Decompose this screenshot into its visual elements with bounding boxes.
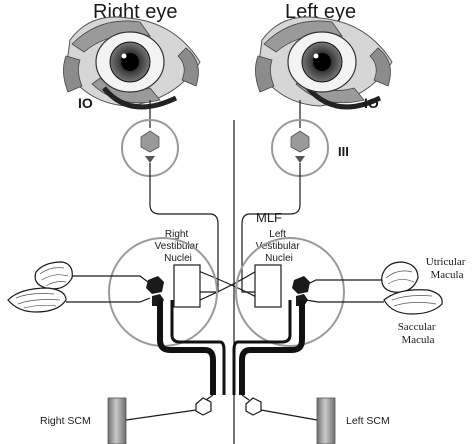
left-nuclei-label: Left Vestibular Nuclei — [256, 229, 303, 264]
saccular-macula-label: Saccular Macula — [398, 321, 439, 346]
left-utricular-connector — [307, 279, 382, 285]
right-eye-illustration — [63, 16, 201, 110]
left-vestibulospinal-tract-inner — [232, 300, 292, 395]
left-eye-illustration — [255, 16, 393, 110]
left-scm-motor-neuron — [245, 397, 262, 416]
left-mlf-pathway — [241, 163, 301, 293]
right-saccular-connector — [66, 297, 151, 303]
left-vestibulospinal-tract — [239, 300, 305, 395]
right-lateral-muscle — [63, 55, 83, 93]
right-scm-label: Right SCM — [40, 415, 91, 427]
io-label-left: IO — [364, 95, 379, 111]
crossing-fiber-2 — [195, 269, 263, 301]
right-utricular-connector — [72, 275, 149, 283]
left-scm-muscle — [316, 397, 336, 444]
right-scm-motor-neuron — [195, 397, 212, 416]
left-utricular-macula — [381, 261, 419, 293]
left-saccular-connector — [305, 299, 384, 303]
mlf-label: MLF — [256, 210, 282, 225]
right-scm-muscle — [107, 397, 127, 444]
right-mlf-pathway — [149, 163, 219, 293]
right-vestibulospinal-tract — [157, 300, 216, 395]
left-scm-label: Left SCM — [346, 415, 390, 427]
right-scm-connector — [125, 409, 197, 421]
left-lateral-muscle — [369, 47, 391, 87]
right-saccular-macula — [7, 287, 67, 313]
left-scm-connector — [260, 409, 318, 421]
left-medial-muscle — [255, 55, 275, 93]
utricular-macula-label: Utricular Macula — [426, 256, 468, 281]
left-saccular-macula — [383, 289, 443, 315]
right-vestibulospinal-tract-inner — [170, 300, 226, 395]
right-vestibular-nucleus — [108, 237, 218, 347]
cranial-nerve-iii-label: III — [338, 144, 349, 159]
io-label-right: IO — [78, 95, 93, 111]
right-medial-muscle — [177, 47, 199, 87]
right-nuclei-label: Right Vestibular Nuclei — [155, 229, 202, 264]
right-utricular-macula — [34, 261, 73, 290]
